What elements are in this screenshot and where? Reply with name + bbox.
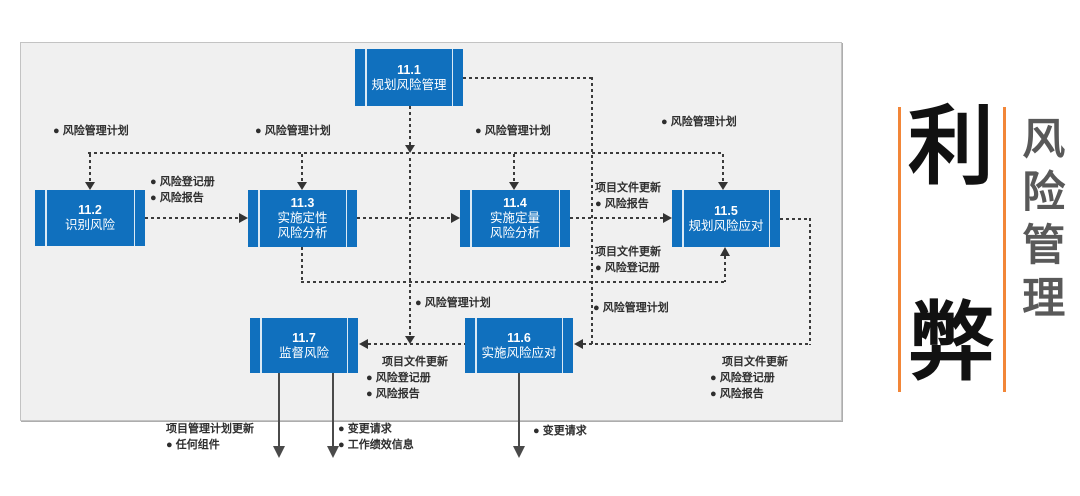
- process-name: 实施风险应对: [481, 345, 557, 360]
- arrowhead-icon: [509, 182, 519, 190]
- process-name: 规划风险应对: [688, 218, 764, 233]
- pro-character: 利: [908, 99, 994, 195]
- flow-line: [145, 217, 239, 219]
- arrowhead-icon: [327, 446, 339, 458]
- vertical-title: 风险管理: [1015, 116, 1064, 328]
- arrowhead-icon: [239, 213, 248, 223]
- arrowhead-icon: [718, 182, 728, 190]
- con-character: 弊: [908, 295, 994, 391]
- arrowhead-icon: [85, 182, 95, 190]
- label-risk-mgmt-plan: ● 风险管理计划: [593, 302, 669, 314]
- label-docs-update-report: 项目文件更新 ● 风险报告: [595, 182, 661, 210]
- arrowhead-icon: [273, 446, 285, 458]
- process-number: 11.5: [714, 203, 738, 218]
- process-name: 识别风险: [64, 218, 115, 232]
- process-name: 规划风险管理: [371, 77, 447, 92]
- label-risk-mgmt-plan: ● 风险管理计划: [415, 297, 491, 309]
- arrowhead-icon: [405, 336, 415, 344]
- process-box-11-7: 11.7 监督风险: [250, 318, 358, 373]
- output-line: [332, 373, 334, 446]
- process-number: 11.4: [503, 196, 527, 210]
- label-pm-plan-update: 项目管理计划更新 ● 任何组件: [166, 423, 254, 451]
- flow-line: [513, 154, 515, 183]
- process-number: 11.2: [78, 203, 102, 217]
- process-box-11-2: 11.2 识别风险: [35, 190, 145, 246]
- flow-line: [409, 158, 411, 336]
- process-number: 11.3: [290, 196, 315, 210]
- label-change-requests: ● 变更请求 ● 工作绩效信息: [338, 423, 414, 451]
- arrowhead-icon: [720, 247, 730, 256]
- flow-line: [722, 154, 724, 183]
- label-change-requests: ● 变更请求: [533, 425, 587, 437]
- label-docs-update-outputs: 项目文件更新 ● 风险登记册 ● 风险报告: [366, 356, 448, 400]
- flow-line: [409, 106, 411, 146]
- label-risk-mgmt-plan: ● 风险管理计划: [661, 116, 737, 128]
- flow-line: [724, 256, 726, 282]
- label-risk-mgmt-plan: ● 风险管理计划: [255, 125, 331, 137]
- process-box-11-4: 11.4 实施定量 风险分析: [460, 190, 570, 247]
- process-box-11-5: 11.5 规划风险应对: [672, 190, 780, 247]
- arrowhead-icon: [451, 213, 460, 223]
- process-box-11-3: 11.3 实施定性 风险分析: [248, 190, 357, 247]
- output-line: [278, 373, 280, 446]
- process-number: 11.1: [397, 62, 421, 77]
- flow-line: [809, 218, 811, 345]
- label-docs-update-outputs: 项目文件更新 ● 风险登记册 ● 风险报告: [710, 356, 788, 400]
- arrowhead-icon: [574, 339, 583, 349]
- process-number: 11.6: [507, 330, 531, 345]
- accent-line-right: [1003, 107, 1006, 392]
- flow-line: [89, 154, 91, 183]
- label-risk-mgmt-plan: ● 风险管理计划: [53, 125, 129, 137]
- flow-line: [780, 218, 811, 220]
- process-box-11-1: 11.1 规划风险管理: [355, 49, 463, 106]
- flow-line: [88, 152, 724, 154]
- arrowhead-icon: [663, 213, 672, 223]
- process-name: 实施定量: [489, 211, 540, 225]
- process-name: 实施定性: [277, 211, 328, 225]
- flow-line: [591, 77, 593, 344]
- output-line: [518, 373, 520, 446]
- flow-line: [357, 217, 451, 219]
- flow-line: [583, 343, 811, 345]
- process-box-11-6: 11.6 实施风险应对: [465, 318, 573, 373]
- process-name: 监督风险: [278, 345, 329, 360]
- label-docs-update-register: 项目文件更新 ● 风险登记册: [595, 246, 661, 274]
- accent-line-left: [898, 107, 901, 392]
- flow-line: [463, 77, 592, 79]
- process-name: 风险分析: [277, 226, 328, 240]
- arrowhead-icon: [513, 446, 525, 458]
- flow-line: [368, 343, 465, 345]
- process-name: 风险分析: [489, 226, 540, 240]
- label-register-report: ● 风险登记册 ● 风险报告: [150, 176, 215, 204]
- label-risk-mgmt-plan: ● 风险管理计划: [475, 125, 551, 137]
- arrowhead-icon: [405, 145, 415, 153]
- arrowhead-icon: [297, 182, 307, 190]
- flow-line: [570, 217, 663, 219]
- flow-line: [301, 247, 303, 283]
- process-number: 11.7: [292, 330, 316, 345]
- flow-line: [301, 281, 726, 283]
- flow-line: [301, 154, 303, 183]
- arrowhead-icon: [359, 339, 368, 349]
